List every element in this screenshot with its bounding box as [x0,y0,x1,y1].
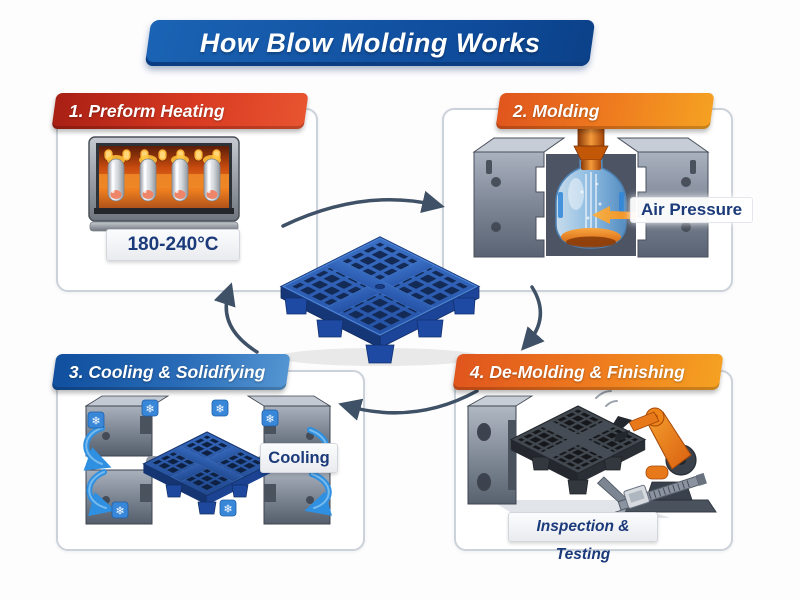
svg-text:❄: ❄ [91,416,100,428]
step3-banner: 3. Cooling & Solidifying [51,354,291,390]
step2-banner: 2. Molding [495,93,715,129]
step1-banner: 1. Preform Heating [51,93,309,129]
blow-molded-bottle [555,155,627,249]
inspection-testing-label: Inspection & Testing [508,512,658,563]
arrow-step2-to-step4-icon [520,285,545,351]
snowflake-icon: ❄ [111,501,129,519]
robot-arm-icon [613,407,717,513]
snowflake-icon: ❄ [219,499,237,517]
blue-pallet-product-illustration [260,234,500,374]
svg-text:❄: ❄ [265,414,274,426]
step4-banner: 4. De-Molding & Finishing [452,354,724,390]
step2-banner-label: 2. Molding [513,100,600,121]
page-title: How Blow Molding Works [199,27,541,58]
snowflake-icon: ❄ [261,409,279,427]
main-title-banner: How Blow Molding Works [144,20,596,66]
snowflake-icon: ❄ [141,399,159,417]
snowflake-icons: ❄ ❄ ❄ ❄ ❄ ❄ [87,399,279,519]
snowflake-icon: ❄ [87,411,105,429]
air-pressure-label: Air Pressure [630,197,754,223]
svg-text:❄: ❄ [223,504,232,516]
temperature-label: 180-240°C [106,229,240,261]
step1-banner-label: 1. Preform Heating [69,100,225,121]
cooling-illustration: ❄ ❄ ❄ ❄ ❄ ❄ [62,392,354,545]
svg-text:❄: ❄ [215,404,224,416]
preform-heating-illustration [88,136,240,239]
preform-tubes-icon [107,155,221,202]
arrow-step3-to-step1-icon [213,282,259,354]
step4-banner-label: 4. De-Molding & Finishing [470,361,685,382]
demold-mold-block [466,395,534,505]
step3-banner-label: 3. Cooling & Solidifying [69,361,266,382]
demolding-illustration [460,390,725,540]
snowflake-icon: ❄ [211,399,229,417]
svg-text:❄: ❄ [115,506,124,518]
demolded-dark-pallet [509,390,647,495]
cooling-label: Cooling [260,443,338,473]
mold-left-half [472,137,566,258]
motion-marks-icon [595,390,618,407]
pallet-deck [279,236,481,337]
cooling-pallet [142,431,272,515]
svg-text:❄: ❄ [145,404,154,416]
cooling-mold-left [84,395,170,525]
gripper-claw-icon [613,416,632,442]
air-pressure-arrow-icon [592,206,636,224]
pallet-feet [284,297,476,364]
